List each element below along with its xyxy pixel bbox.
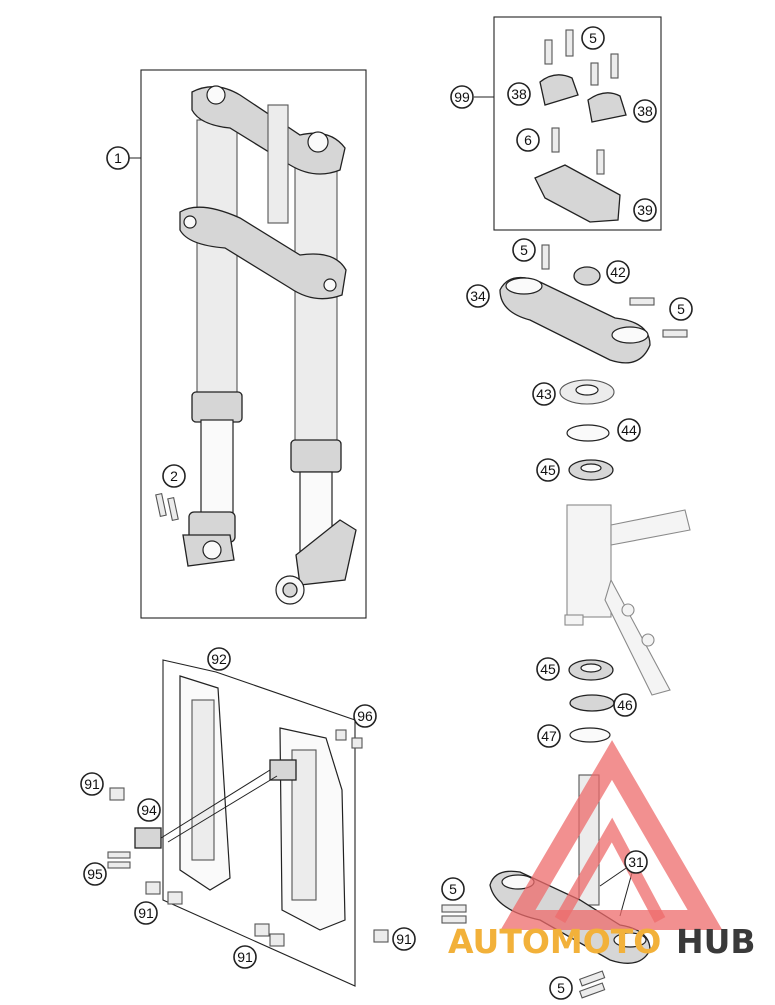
callout-31: 31 [624,850,648,874]
bolt-part-5-top [541,244,550,270]
handlebar-clamp-base-39 [534,164,621,223]
svg-text:94: 94 [141,802,157,818]
svg-text:5: 5 [589,30,597,46]
callout-91: 91 [392,927,416,951]
callout-38: 38 [633,99,657,123]
svg-text:91: 91 [138,905,154,921]
svg-text:96: 96 [357,708,373,724]
callout-96: 96 [353,704,377,728]
fork-assembly-group [140,69,367,619]
svg-text:5: 5 [677,301,685,317]
svg-text:39: 39 [637,202,653,218]
callout-5: 5 [581,26,605,50]
callout-34: 34 [466,284,490,308]
svg-text:31: 31 [628,854,644,870]
svg-text:38: 38 [637,103,653,119]
svg-text:47: 47 [541,728,557,744]
handlebar-clamp-kit-group [474,16,662,231]
callout-2: 2 [162,464,186,488]
svg-text:95: 95 [87,866,103,882]
fork-protector-kit [107,659,389,987]
callout-42: 42 [606,260,630,284]
protector-screws [107,729,389,947]
lower-bearing-stack [568,659,615,743]
svg-text:2: 2 [170,468,178,484]
callout-45: 45 [536,657,560,681]
right-fork-leg [275,159,357,605]
svg-text:91: 91 [396,931,412,947]
steering-bearing-stack [559,379,615,481]
callout-92: 92 [207,647,231,671]
callout-43: 43 [532,382,556,406]
callout-5: 5 [669,297,693,321]
bolts-part-5-lower-right [578,970,606,999]
o-ring-44 [566,424,610,442]
callout-5: 5 [549,976,573,1000]
callout-91: 91 [80,772,104,796]
handlebar-clamp-38b [587,92,627,123]
left-fork-leg [182,119,243,567]
bolts-part-5-lower-left [441,904,467,924]
protector-bracket-94 [134,827,162,849]
frame-head-tube [564,504,691,696]
callout-44: 44 [617,418,641,442]
callout-5: 5 [441,877,465,901]
svg-text:38: 38 [511,86,527,102]
svg-text:91: 91 [84,776,100,792]
fork-protector-kit-box [162,659,356,987]
callout-1: 1 [106,146,130,170]
svg-text:43: 43 [536,386,552,402]
svg-text:5: 5 [557,980,565,996]
upper-triple-clamp [499,244,688,364]
screws-part-2 [155,492,179,522]
nut-part-42 [573,266,601,286]
svg-text:6: 6 [524,132,532,148]
handlebar-clamp-kit-box [493,16,662,231]
screw-part-6 [551,127,560,153]
watermark-text-hub: HUB [676,922,756,961]
svg-text:92: 92 [211,651,227,667]
callout-91: 91 [233,945,257,969]
seal-46 [569,694,615,712]
callout-91: 91 [134,901,158,925]
callout-45: 45 [536,458,560,482]
svg-text:5: 5 [449,881,457,897]
svg-text:34: 34 [470,288,486,304]
callout-38: 38 [507,82,531,106]
svg-text:42: 42 [610,264,626,280]
watermark-text-automoto: AUTOMOTO [448,922,661,961]
callout-47: 47 [537,724,561,748]
svg-text:45: 45 [540,661,556,677]
callout-46: 46 [613,693,637,717]
svg-text:44: 44 [621,422,637,438]
clamp-bolts-part-5 [544,29,619,86]
callout-94: 94 [137,798,161,822]
callout-39: 39 [633,198,657,222]
watermark-logo: AUTOMOTO HUB [448,740,756,961]
callout-6: 6 [516,128,540,152]
svg-text:46: 46 [617,697,633,713]
svg-text:91: 91 [237,949,253,965]
callout-95: 95 [83,862,107,886]
svg-text:99: 99 [454,89,470,105]
svg-text:5: 5 [520,242,528,258]
callout-99: 99 [450,85,474,109]
o-ring-47 [569,727,611,743]
fork-lower-clamp [179,206,347,300]
callout-5: 5 [512,238,536,262]
svg-text:45: 45 [540,462,556,478]
fork-assembly-box [140,69,367,619]
handlebar-clamp-38a [539,74,579,106]
svg-text:1: 1 [114,150,122,166]
